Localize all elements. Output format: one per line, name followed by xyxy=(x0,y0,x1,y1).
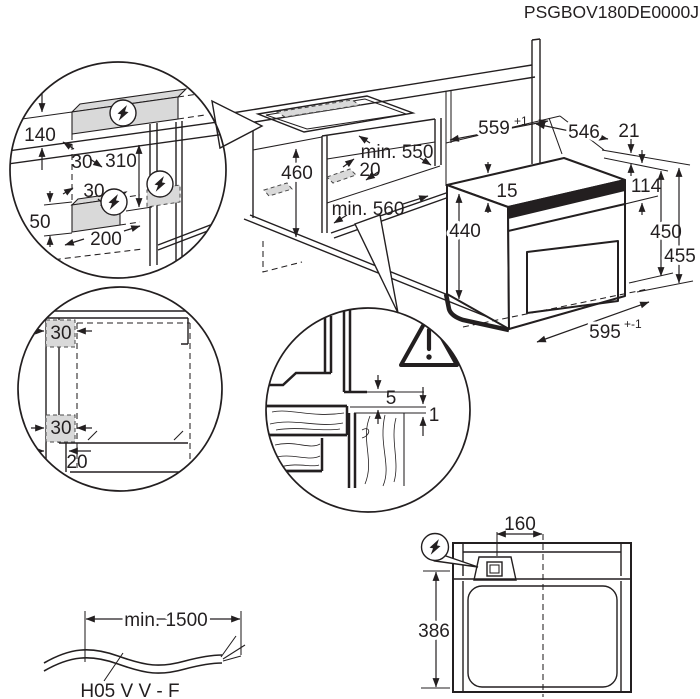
lightning-bolt-icon xyxy=(109,99,137,127)
lightning-bolt-icon xyxy=(420,532,479,568)
dim-114: 114 xyxy=(631,176,662,197)
dim-386: 386 xyxy=(418,621,450,642)
oven-frame-band xyxy=(508,180,625,219)
dim-30-side-top: 30 xyxy=(50,323,71,344)
hob-cutout xyxy=(255,95,416,133)
oven-projection: 595 +-1 559 +1 546 21 15 114 440 450 455 xyxy=(443,114,699,346)
magnifier-pointer-wedge xyxy=(211,99,264,150)
dim-595: 595 xyxy=(589,322,621,343)
dim-1: 1 xyxy=(429,405,440,426)
top-view: 160 386 xyxy=(415,514,632,697)
dim-30-top: 30 xyxy=(71,152,92,173)
detail-circle-electrical-border xyxy=(9,61,227,279)
dim-5: 5 xyxy=(386,388,397,409)
side-connection-zone-top xyxy=(45,319,76,348)
detail-circle-side-border xyxy=(17,286,223,492)
dim-30-mid: 30 xyxy=(83,181,104,202)
cable-type-label: H05 V V - F xyxy=(80,681,179,699)
dim-160: 160 xyxy=(504,514,536,535)
dim-15: 15 xyxy=(496,181,517,202)
detail-pointer-wedge xyxy=(354,214,399,314)
dim-200: 200 xyxy=(90,229,122,250)
oven-bottom-edge xyxy=(443,293,510,333)
terminal-box xyxy=(473,556,517,581)
warning-triangle-icon xyxy=(399,313,459,367)
dim-559-tolerance: +1 xyxy=(514,114,528,128)
top-view-outline xyxy=(452,542,632,693)
dim-min-560: min. 560 xyxy=(332,199,405,220)
dim-310: 310 xyxy=(105,151,137,172)
detail-circle-front-border xyxy=(265,307,471,513)
dim-455: 455 xyxy=(664,246,696,267)
detail-circle-front: 5 1 xyxy=(265,307,471,513)
cable-diagram: min. 1500 H05 V V - F xyxy=(43,607,246,699)
oven-side-face xyxy=(446,184,510,330)
oven-door-window xyxy=(526,240,619,314)
side-connection-zone-bottom xyxy=(45,414,76,443)
page-title: PSGBOV180DE0000J xyxy=(524,2,699,22)
lightning-bolt-icon xyxy=(100,188,128,216)
dim-21: 21 xyxy=(618,121,639,142)
dim-20-niche: 20 xyxy=(359,160,380,181)
dim-450: 450 xyxy=(650,222,682,243)
dim-20-plinth: 20 xyxy=(66,452,87,473)
detail-circle-electrical: 140 30 310 30 50 200 xyxy=(9,61,227,279)
lightning-bolt-icon xyxy=(146,170,174,198)
hob-connection-zone xyxy=(275,99,362,118)
dim-min-550: min. 550 xyxy=(361,142,434,163)
dim-50: 50 xyxy=(29,212,50,233)
side-connection-zone xyxy=(263,182,293,197)
dim-30-side-bottom: 30 xyxy=(50,418,71,439)
dim-595-tolerance: +-1 xyxy=(624,317,642,331)
cable xyxy=(43,649,223,666)
dim-546: 546 xyxy=(568,122,600,143)
niche-connection-zone xyxy=(326,168,357,184)
dim-140: 140 xyxy=(24,125,56,146)
dim-460: 460 xyxy=(281,163,313,184)
dim-559: 559 xyxy=(478,118,510,139)
dim-440: 440 xyxy=(449,221,481,242)
main-scene: 460 min. 550 20 min. 560 xyxy=(231,38,605,323)
detail-circle-side: 30 30 20 xyxy=(17,286,223,492)
dim-cable-length: min. 1500 xyxy=(124,610,207,631)
